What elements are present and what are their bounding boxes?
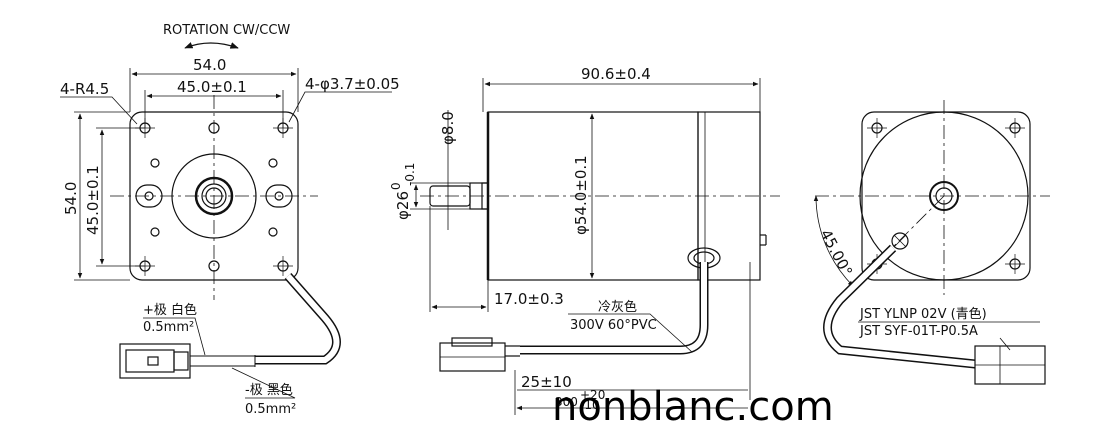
wire-neg-label: -极 黑色 xyxy=(245,382,293,398)
width-pitch-dim: 45.0±0.1 xyxy=(177,78,247,96)
hole-spec-label: 4-φ3.7±0.05 xyxy=(305,75,400,93)
rotation-label: ROTATION CW/CCW xyxy=(163,23,290,38)
height-pitch-dim: 45.0±0.1 xyxy=(84,165,102,235)
angle-arc xyxy=(813,195,854,287)
wire-pos-gauge: 0.5mm² xyxy=(143,320,194,335)
motor-body xyxy=(487,111,699,281)
connector-1-label: JST YLNP 02V (青色) xyxy=(859,306,987,322)
boss-dia-dim: φ26 xyxy=(394,191,412,220)
cable-color-label: 冷灰色 xyxy=(598,299,637,315)
boss-tol-upper: 0 xyxy=(389,182,403,190)
lead-tol-upper: +20 xyxy=(580,388,605,402)
shaft-dia-dim: φ8.0 xyxy=(439,111,457,145)
boss-tol-lower: -0.1 xyxy=(403,163,417,186)
watermark: nonblanc.com xyxy=(552,384,834,430)
side-view xyxy=(410,78,780,415)
rotation-arrow xyxy=(184,42,239,49)
wire-neg-gauge: 0.5mm² xyxy=(245,402,296,417)
side-view-text: 90.6±0.4 φ8.0 φ26 0 -0.1 φ54.0±0.1 17.0±… xyxy=(389,65,657,412)
front-view-text: ROTATION CW/CCW 54.0 45.0±0.1 4-R4.5 4-φ… xyxy=(60,23,400,417)
angle-dim: 45.00° xyxy=(816,226,856,279)
lead-tol-lower: -10 xyxy=(580,398,600,412)
connector-2-label: JST SYF-01T-P0.5A xyxy=(859,324,978,339)
lead-len-dim: 300 xyxy=(555,395,578,409)
corner-radius-label: 4-R4.5 xyxy=(60,80,109,98)
cable-spec-label: 300V 60°PVC xyxy=(570,318,657,333)
front-connector xyxy=(119,343,191,379)
front-view xyxy=(60,42,392,399)
strip-len-dim: 25±10 xyxy=(521,373,572,391)
length-dim: 90.6±0.4 xyxy=(581,65,651,83)
boss-circle xyxy=(171,153,257,239)
rear-view xyxy=(813,100,1050,385)
height-outer-dim: 54.0 xyxy=(62,182,80,215)
wire-pos-label: +极 白色 xyxy=(143,302,197,318)
body-dia-dim: φ54.0±0.1 xyxy=(572,155,590,235)
width-outer-dim: 54.0 xyxy=(193,56,226,74)
shaft-len-dim: 17.0±0.3 xyxy=(494,290,564,308)
